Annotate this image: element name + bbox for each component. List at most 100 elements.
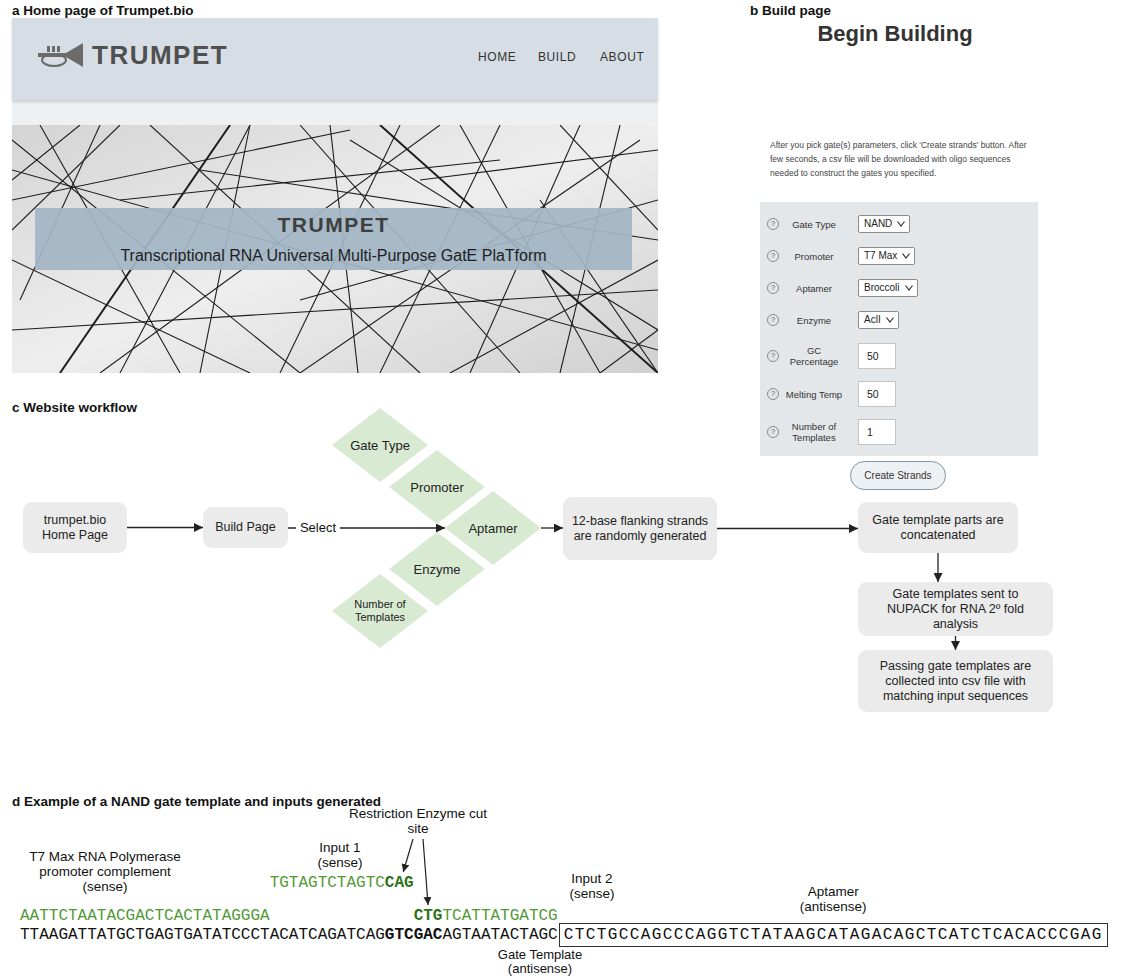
node-text: Gate Type (350, 438, 410, 453)
panel-label: a Home page of Trumpet.bio (12, 2, 194, 19)
number-input: 1 (858, 419, 896, 445)
template-strand: AGTAATACTAGC (442, 926, 557, 944)
form-panel: Gate TypePromoterAptamerEnzymeGC Percent… (760, 202, 1038, 456)
banner-title-box: TRUMPETTranscriptional RNA Universal Mul… (35, 208, 632, 270)
banner-title: TRUMPET (35, 212, 632, 237)
nav-link: HOME (478, 50, 516, 64)
node-text: T7 Max (864, 248, 897, 264)
process-box: Passing gate templates are collected int… (858, 650, 1053, 712)
cut-site-arrows (403, 839, 428, 905)
network-lines-part (12, 290, 658, 330)
network-lines-part (12, 260, 250, 373)
flow-arrow (541, 527, 563, 528)
help-icon: ? (767, 426, 779, 438)
flow-arrow (127, 527, 203, 528)
input-strand: TGTAGTCTAGTC (270, 874, 385, 892)
promoter-strand: AATTCTAATACGACTCACTATAGGGA (20, 907, 270, 925)
help-icon: ? (767, 218, 779, 230)
flow-arrow (937, 553, 938, 582)
annotation: Restriction Enzyme cut site (348, 806, 488, 836)
dropdown-caret (905, 285, 913, 291)
node-text: Promoter (410, 480, 463, 495)
field-label: Aptamer (784, 283, 844, 294)
node-text: Gate templates sent to NUPACK for RNA 2º… (866, 587, 1045, 632)
flow-arrow (717, 528, 858, 529)
logo-valve (47, 46, 50, 52)
decision-diamond: Number of Templates (332, 574, 428, 648)
node-text: NAND (864, 216, 892, 232)
number-input: 50 (858, 381, 896, 407)
field-label: GC Percentage (784, 345, 844, 367)
banner-image (12, 125, 658, 373)
aptamer-sequence-box: CTCTGCCAGCCCAGGTCTATAAGCATAGACAGCTCATCTC… (559, 923, 1108, 947)
nav-link: ABOUT (600, 50, 644, 64)
dropdown-caret (902, 253, 910, 259)
nav-link: BUILD (538, 50, 576, 64)
input-strand: TCATTATGATCG (442, 907, 557, 925)
node-text: Create Strands (864, 470, 931, 481)
annotation: T7 Max RNA Polymerase promoter complemen… (15, 849, 195, 894)
dropdown-select: AclI (858, 311, 899, 329)
field-label: Enzyme (784, 315, 844, 326)
page-heading: Begin Building (817, 20, 972, 48)
node-text: Broccoli (864, 280, 900, 296)
network-lines-part (12, 125, 80, 180)
input-strand: CAG (385, 874, 414, 892)
panel-label: d Example of a NAND gate template and in… (12, 793, 381, 810)
network-lines-part (12, 170, 658, 350)
dropdown-select: NAND (858, 215, 910, 233)
node-text: Build Page (215, 520, 275, 535)
edge-label: Select (296, 520, 340, 536)
node-text: 1 (867, 420, 895, 444)
caret-line (903, 254, 910, 259)
logo-bell (38, 43, 83, 67)
annotation: Gate Template (antisense) (480, 948, 600, 976)
template-strand: GTCGAC (385, 926, 443, 944)
help-icon: ? (767, 350, 779, 362)
annotation: Input 2 (sense) (560, 871, 624, 901)
cut-site-arrow (403, 839, 413, 872)
template-strand: TTAAGATTATGCTGAGTGATATCCCTACATCAGATCAG (20, 926, 385, 944)
process-box: 12-base flanking strands are randomly ge… (563, 497, 717, 560)
help-icon: ? (767, 250, 779, 262)
panel-label: b Build page (750, 2, 831, 19)
process-box: Build Page (203, 507, 288, 548)
help-icon: ? (767, 314, 779, 326)
dropdown-select: T7 Max (858, 247, 915, 265)
site-logo-text: TRUMPET (92, 40, 228, 71)
instruction-text: After you pick gate(s) parameters, click… (770, 138, 1032, 180)
node-text: trumpet.bio Home Page (31, 513, 119, 543)
node-text: Aptamer (468, 521, 517, 536)
input-strand: CTG (414, 907, 443, 925)
page-band (12, 100, 658, 125)
help-icon: ? (767, 282, 779, 294)
flow-arrow (955, 636, 956, 650)
logo-valve (52, 46, 55, 52)
caret-line (898, 222, 905, 227)
dropdown-select: Broccoli (858, 279, 918, 297)
number-input: 50 (858, 343, 896, 369)
caret-line (905, 286, 912, 291)
process-box: trumpet.bio Home Page (23, 502, 127, 553)
annotation: Input 1 (sense) (308, 840, 372, 870)
node-text: 50 (867, 344, 895, 368)
site-header: TRUMPET HOME BUILD ABOUT (12, 18, 658, 100)
node-text: AclI (864, 312, 881, 328)
network-lines (12, 125, 658, 373)
field-label: Promoter (784, 251, 844, 262)
field-label: Number of Templates (784, 421, 844, 443)
process-box: Gate template parts are concatenated (858, 502, 1018, 553)
caret-line (886, 318, 893, 323)
logo-loop (42, 54, 66, 66)
diamond-fill (332, 574, 428, 648)
logo-valve (57, 46, 60, 52)
node-text: Number of Templates (352, 598, 408, 624)
network-lines-part (12, 130, 350, 200)
node-text: Enzyme (414, 562, 461, 577)
dropdown-caret (886, 317, 894, 323)
node-text: Gate template parts are concatenated (866, 513, 1010, 543)
cut-site-arrow (423, 839, 428, 905)
node-text: CTCTGCCAGCCCAGGTCTATAAGCATAGACAGCTCATCTC… (564, 926, 1103, 944)
process-box: Gate templates sent to NUPACK for RNA 2º… (858, 582, 1053, 636)
